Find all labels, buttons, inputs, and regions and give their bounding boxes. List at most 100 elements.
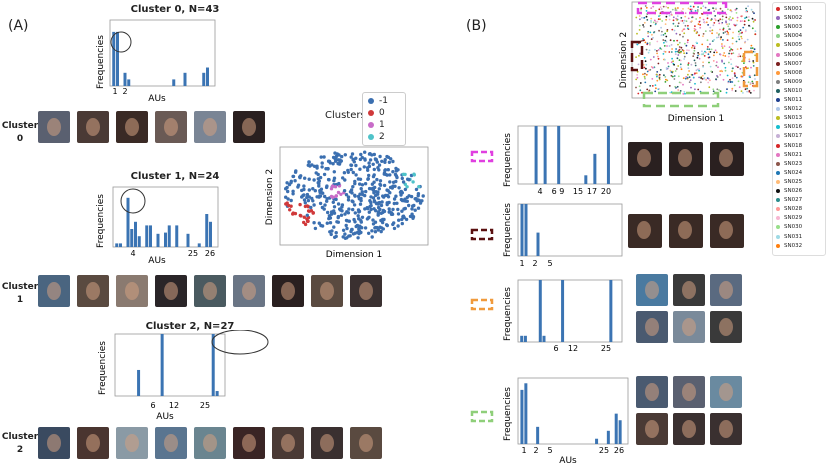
- scatter-point: [385, 193, 390, 198]
- legend-entry: SN009: [776, 79, 802, 85]
- legend-entry: SN031: [776, 234, 802, 240]
- scatter-point: [331, 200, 335, 204]
- scatter-point: [680, 46, 683, 49]
- scatter-point: [662, 34, 665, 36]
- scatter-point: [636, 32, 638, 35]
- scatter-point: [349, 188, 354, 192]
- scatter-point: [692, 76, 695, 79]
- scatter-point: [390, 185, 394, 189]
- legend-label: SN016: [784, 124, 803, 131]
- scatter-point: [672, 22, 675, 25]
- scatter-point: [305, 219, 310, 223]
- legend-entry: SN030: [776, 224, 802, 230]
- scatter-point: [336, 190, 341, 195]
- face-thumbnail: [710, 142, 744, 176]
- legend-marker: [776, 70, 780, 75]
- scatter-point: [299, 214, 303, 218]
- scatter-point: [729, 49, 731, 52]
- legend-label: SN010: [784, 87, 803, 94]
- bar: [584, 175, 588, 184]
- scatter-point: [679, 90, 682, 92]
- scatter-point: [729, 78, 731, 81]
- scatter-point: [306, 198, 311, 203]
- scatter-point: [754, 19, 756, 21]
- scatter-point: [731, 42, 734, 45]
- scatter-point: [709, 65, 712, 68]
- scatter-point: [658, 73, 661, 76]
- scatter-point: [367, 231, 371, 235]
- scatter-point: [394, 194, 398, 198]
- scatter-point: [682, 22, 685, 24]
- bar: [538, 280, 542, 342]
- scatter-point: [689, 8, 692, 11]
- scatter-point: [678, 49, 680, 52]
- scatter-point: [323, 194, 327, 199]
- scatter-point: [329, 187, 334, 191]
- scatter-point: [715, 51, 718, 54]
- scatter-point: [678, 46, 681, 48]
- scatter-point: [685, 20, 688, 23]
- scatter-point: [708, 61, 710, 64]
- scatter-point: [286, 189, 290, 194]
- scatter-point: [668, 18, 671, 21]
- scatter-point: [694, 88, 696, 91]
- scatter-point: [323, 203, 327, 207]
- scatter-point: [745, 7, 747, 10]
- scatter-point: [291, 212, 295, 216]
- scatter-point: [380, 200, 384, 204]
- scatter-point: [284, 187, 288, 191]
- scatter-point: [645, 67, 647, 70]
- scatter-point: [416, 192, 421, 196]
- scatter-point: [746, 38, 749, 41]
- scatter-point: [717, 36, 720, 38]
- scatter-point: [371, 174, 376, 179]
- scatter-point: [353, 211, 357, 215]
- scatter-point: [752, 65, 755, 67]
- scatter-point: [713, 22, 716, 24]
- scatter-point: [669, 69, 672, 72]
- scatter-point: [712, 24, 715, 27]
- scatter-point: [687, 64, 690, 66]
- face-thumbnail: [710, 311, 742, 343]
- scatter-point: [650, 17, 653, 20]
- scatter-point: [302, 220, 306, 225]
- scatter-point: [689, 79, 692, 81]
- scatter-point: [676, 15, 679, 17]
- clusters-legend-title: Clusters: [325, 110, 366, 121]
- scatter-point: [415, 199, 419, 203]
- scatter-point: [665, 78, 667, 81]
- scatter-point: [418, 201, 423, 205]
- x-tick-label: 1: [519, 259, 524, 268]
- scatter-point: [388, 173, 392, 177]
- scatter-point: [745, 67, 748, 70]
- scatter-point: [646, 42, 649, 45]
- scatter-point: [678, 81, 681, 84]
- scatter-point: [652, 21, 655, 24]
- scatter-point: [386, 155, 391, 159]
- scatter-point: [371, 218, 375, 222]
- scatter-point: [730, 52, 733, 55]
- scatter-point: [416, 206, 421, 210]
- scatter-point: [664, 76, 667, 78]
- scatter-point: [320, 224, 325, 228]
- scatter-point: [370, 187, 374, 191]
- scatter-point: [326, 177, 331, 182]
- scatter-point: [679, 63, 682, 66]
- scatter-point: [379, 203, 384, 208]
- scatter-point: [721, 15, 724, 18]
- scatter-point: [737, 66, 739, 69]
- legend-marker: [776, 52, 780, 57]
- legend-marker: [776, 7, 780, 11]
- scatter-point: [401, 180, 406, 184]
- scatter-point: [726, 88, 728, 90]
- scatter-point: [329, 212, 334, 216]
- scatter-point: [651, 33, 653, 36]
- scatter-point: [377, 200, 382, 205]
- scatter-point: [647, 51, 650, 54]
- legend-marker: [776, 98, 780, 102]
- scatter-point: [656, 52, 658, 55]
- scatter-point: [325, 199, 329, 203]
- scatter-point: [325, 221, 329, 225]
- face-thumbnail: [77, 427, 109, 459]
- face-row-magenta: [628, 142, 768, 178]
